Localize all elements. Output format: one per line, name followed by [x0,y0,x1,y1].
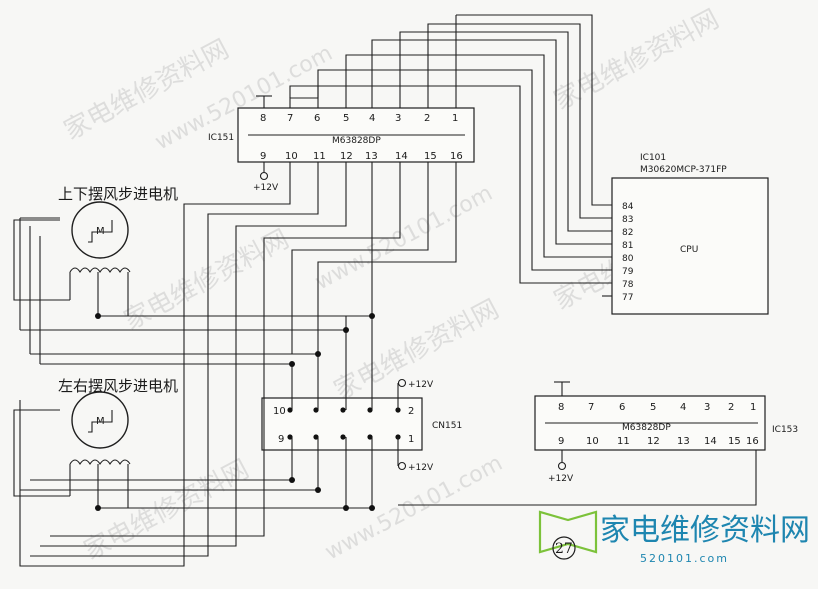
ic151-pin: 3 [395,113,401,124]
ic153-part: M63828DP [622,423,671,433]
ic153-pin: 12 [647,436,660,447]
ic101-label: IC101 [640,153,666,163]
brand-logo: 家电维修资料网 520101.com 27 [538,510,810,565]
lower-stepper-motor: 左右摆风步进电机 M [58,377,178,508]
motor-rotor-icon [71,391,129,449]
ic151-pin: 8 [260,113,266,124]
ic153-supply: +12V [548,474,574,484]
ic153-pin: 9 [558,436,564,447]
cn151-supply-bottom: +12V [408,463,434,473]
ic151-pin: 14 [395,151,408,162]
ic151-pin: 12 [340,151,353,162]
ic153-pin: 8 [558,402,564,413]
ic101-body [611,177,769,315]
ic101-pin: 77 [622,293,633,303]
ic101-pin: 80 [622,254,634,264]
ic153-pin: 15 [728,436,741,447]
ic151-pin: 15 [424,151,437,162]
ic151-pin: 4 [369,113,375,124]
ic151-pin: 10 [285,151,298,162]
ic151-pin: 7 [287,113,293,124]
cn151-supply-top: +12V [408,380,434,390]
brand-url: 520101.com [640,552,729,565]
page-number: 27 [555,541,573,557]
ic153-pin: 10 [586,436,599,447]
cn151-pin: 10 [273,406,286,417]
ic153-pin: 4 [680,402,686,413]
cn151-contacts [287,407,401,440]
cn151: CN151 10 2 9 1 +12V +12V [261,378,462,473]
ic153-pin: 11 [617,436,630,447]
ic153: IC153 M63828DP 8 7 6 5 4 3 2 1 9 10 11 1… [534,381,798,484]
ic151-part: M63828DP [332,136,381,146]
wiring [13,14,757,567]
ic151-pin: 1 [452,113,458,124]
ic151-pin: 11 [313,151,326,162]
book-icon [538,510,598,554]
motor-rotor-icon [71,201,129,259]
cn151-pin: 2 [408,406,414,417]
ic153-pin: 3 [704,402,710,413]
brand-name: 家电维修资料网 [600,513,810,548]
ic153-pin: 7 [588,402,594,413]
watermark-text: 家电维修资料网 [549,4,724,116]
lower-motor-title: 左右摆风步进电机 [58,377,178,395]
ic153-pin: 14 [704,436,717,447]
ic153-pin: 5 [650,402,656,413]
ic153-pin: 6 [619,402,625,413]
ic151-pin: 6 [314,113,320,124]
ic151-pin: 16 [450,151,463,162]
ic101-pin: 79 [622,267,634,277]
ic153-pin: 1 [750,402,756,413]
cn151-pin: 9 [278,434,284,445]
ic101-pin: 84 [622,202,634,212]
ic153-pin: 13 [677,436,690,447]
ic151-pin: 5 [343,113,349,124]
upper-motor-title: 上下摆风步进电机 [58,185,178,203]
ic151-pin: 13 [365,151,378,162]
watermark-text: 家电维修资料网 [79,454,254,566]
watermark-text: 家电维修资料网 [119,224,294,336]
ic153-pin: 2 [728,402,734,413]
ic153-pin: 16 [746,436,759,447]
ic101-pin: 81 [622,241,633,251]
ic151-supply: +12V [253,183,279,193]
ic101-core: CPU [680,245,698,255]
upper-stepper-motor: 上下摆风步进电机 M [58,185,178,316]
ic101-pin: 82 [622,228,633,238]
cn151-body [261,397,423,451]
ic101-pin: 78 [622,280,634,290]
ic151: IC151 M63828DP 8 7 6 5 4 3 2 1 9 10 11 1… [208,95,475,193]
ic101: IC101 M30620MCP-371FP CPU 84 83 82 81 80… [611,153,769,315]
cn151-label: CN151 [432,421,462,431]
ic151-pin: 2 [424,113,430,124]
ic101-pin: 83 [622,215,633,225]
ic101-part: M30620MCP-371FP [640,165,727,175]
ic151-label: IC151 [208,133,234,143]
ic153-label: IC153 [772,425,798,435]
page-number-badge [552,536,576,560]
ic151-pin: 9 [260,151,266,162]
cn151-pin: 1 [408,434,414,445]
